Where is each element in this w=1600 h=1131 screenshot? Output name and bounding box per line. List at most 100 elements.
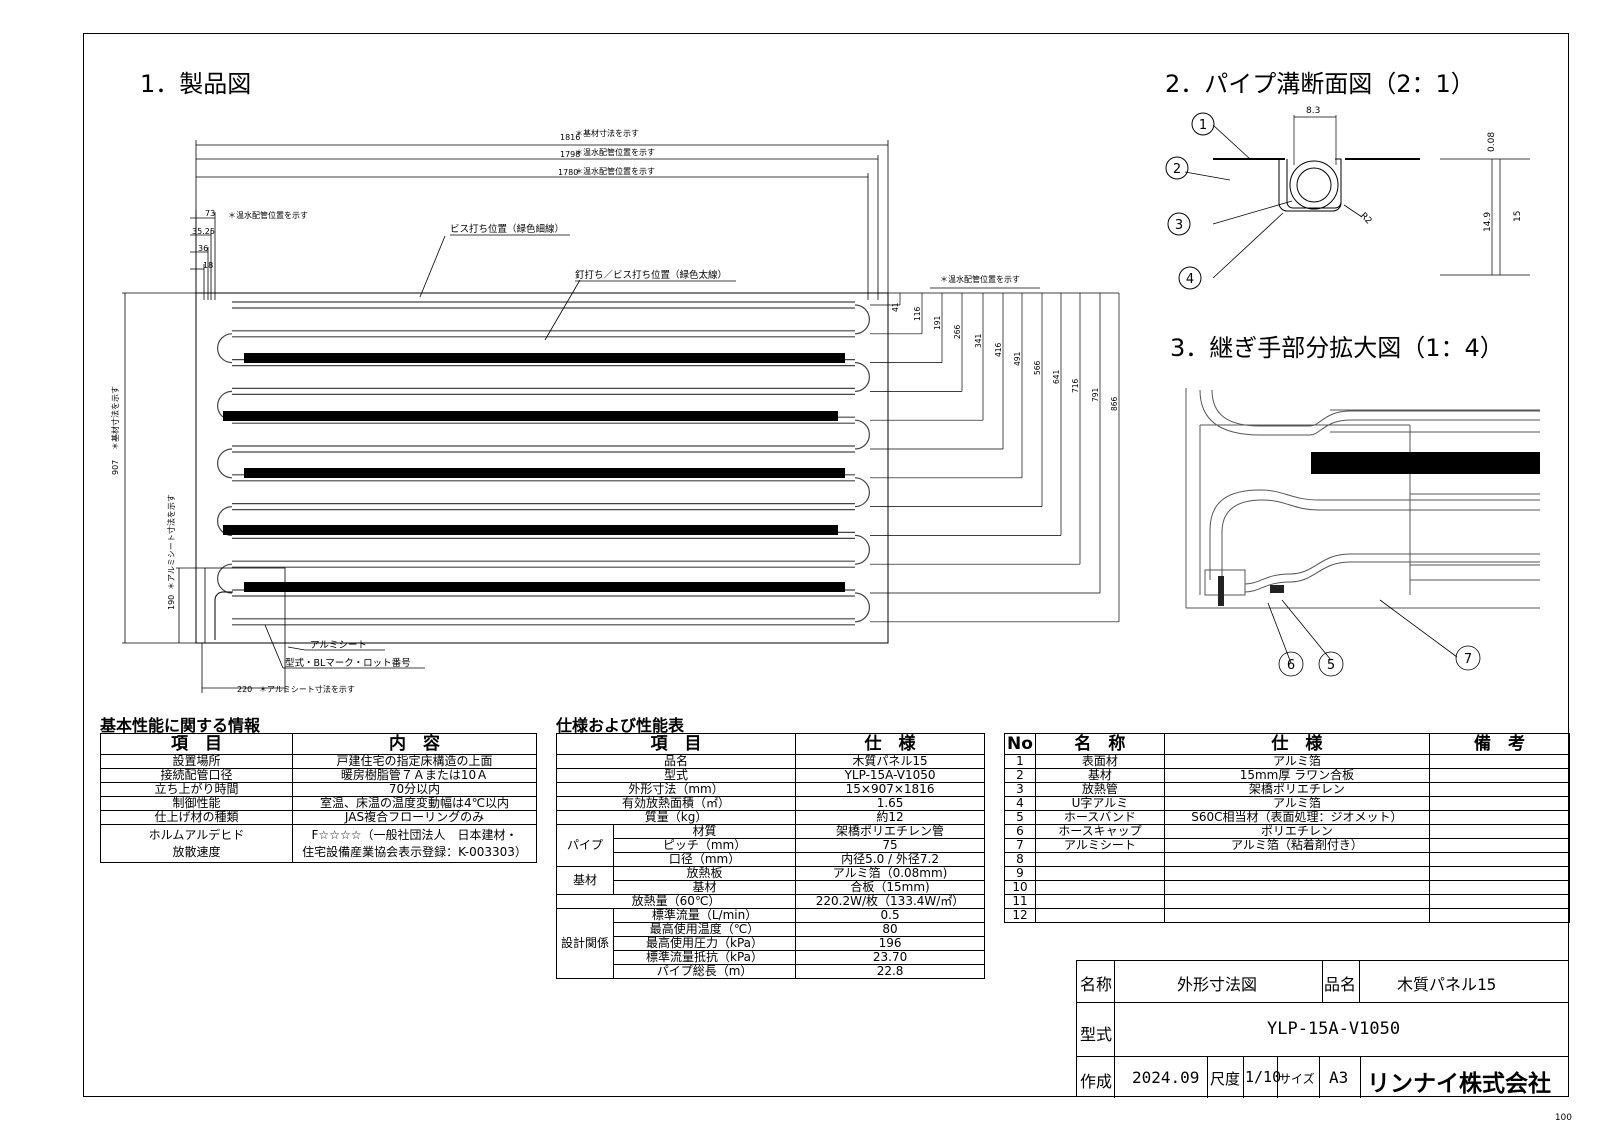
cell	[1428, 782, 1571, 797]
cell: アルミ箔（0.08mm)	[795, 866, 985, 881]
cell: 12	[1004, 908, 1036, 923]
table-row: 11	[1004, 894, 1571, 909]
table-row: 最高使用温度（℃）80	[557, 922, 985, 937]
cell: 22.8	[795, 964, 985, 979]
nail-bar	[244, 468, 845, 478]
dim-35-25: 35.25	[192, 227, 215, 236]
label-type-bl-lot: 型式・BLマーク・ロット番号	[285, 657, 411, 669]
cell	[1163, 852, 1430, 867]
cell: 設置場所	[100, 754, 293, 769]
cell	[1428, 880, 1571, 895]
cell: 15mm厚 ラワン合板	[1163, 768, 1430, 783]
cell: 品名	[555, 754, 797, 769]
cell: 放熱量（60℃）	[555, 894, 797, 909]
nail-bar	[244, 353, 845, 363]
dim-right-label: 716	[1071, 378, 1080, 393]
cell: 立ち上がり時間	[100, 782, 293, 797]
cell: アルミ箔（粘着剤付き）	[1163, 838, 1430, 853]
tb-scale: 1/10	[1245, 1068, 1282, 1086]
cell	[1163, 908, 1430, 923]
cell: アルミ箔	[1163, 796, 1430, 811]
cell	[1034, 852, 1165, 867]
table-row: 品名木質パネル15	[555, 754, 985, 769]
callout-2: 2	[1173, 162, 1181, 177]
cell: アルミシート	[1034, 838, 1165, 853]
table-row: 外形寸法（mm）15×907×1816	[555, 782, 985, 797]
cell	[1428, 796, 1571, 811]
spec-title: 仕様および性能表	[556, 716, 685, 735]
cell: 80	[795, 922, 985, 937]
spec-header-spec: 仕 様	[795, 733, 985, 755]
cell: F☆☆☆☆（一般社団法人 日本建材・住宅設備産業協会表示登録：K-003303）	[292, 824, 537, 863]
cell: 最高使用圧力（kPa）	[612, 936, 797, 951]
dim-right-label: 416	[994, 342, 1003, 357]
cell: 23.70	[795, 950, 985, 965]
pipe-bend	[854, 534, 870, 565]
dim-220-note: ＊アルミシート寸法を示す	[259, 684, 355, 694]
table-row: 放熱量（60℃）220.2W/枚（133.4W/㎡）	[555, 894, 985, 909]
design-group-cell: 設計関係	[556, 908, 614, 979]
cell: ホルムアルデヒド放散速度	[100, 824, 293, 863]
cell: 口径（mm）	[612, 852, 797, 867]
cell	[1428, 824, 1571, 839]
pipe-bend	[217, 448, 233, 479]
section-1-title: 1．製品図	[140, 70, 252, 98]
cell: ピッチ（mm）	[612, 838, 797, 853]
nail-bar	[244, 582, 845, 592]
cell: 0.5	[795, 908, 985, 923]
cell: アルミ箔	[1163, 754, 1430, 769]
pipe-bend	[854, 419, 870, 450]
callout-6: 6	[1287, 658, 1295, 673]
tb-name-label: 名称	[1080, 975, 1113, 994]
table-row: 基材放熱板アルミ箔（0.08mm)	[556, 866, 985, 895]
dim-right-label: 116	[913, 306, 922, 321]
cell: 標準流量抵抗（kPa）	[612, 950, 797, 965]
table-row: 標準流量抵抗（kPa）23.70	[557, 950, 985, 965]
cell: パイプ総長（m）	[612, 964, 797, 979]
callout-5: 5	[1327, 658, 1335, 673]
table-row: 質量（kg）約12	[555, 810, 985, 825]
table-row: 10	[1004, 880, 1571, 895]
cell: 放熱板	[612, 866, 797, 881]
cell: 架橋ポリエチレン管	[795, 824, 985, 839]
drawing-frame	[83, 33, 1569, 1097]
table-row: 口径（mm）内径5.0 / 外径7.2	[557, 852, 985, 867]
table-row: パイプ総長（m）22.8	[557, 964, 985, 979]
cell: 戸建住宅の指定床構造の上面	[292, 754, 537, 769]
base-group-cell: 基材	[556, 866, 614, 895]
dim-73: 73	[205, 209, 215, 218]
callout-1: 1	[1199, 118, 1207, 133]
section-2-title: 2．パイプ溝断面図（2：1）	[1165, 70, 1475, 98]
parts-header-remarks: 備 考	[1428, 733, 1571, 755]
cell: 表面材	[1034, 754, 1165, 769]
cell: 型式	[555, 768, 797, 783]
cell: 1	[1004, 754, 1036, 769]
tb-size: A3	[1329, 1068, 1349, 1087]
basic-info-title: 基本性能に関する情報	[100, 716, 261, 735]
dim-right-label: 641	[1052, 369, 1061, 384]
dim-190: 190	[167, 595, 176, 610]
dim-1798-note: ＊温水配管位置を示す	[575, 147, 655, 157]
table-row: 制御性能室温、床温の温度変動幅は4℃以内	[100, 796, 537, 811]
nail-bar	[223, 525, 838, 535]
pipe-bend	[217, 563, 233, 594]
table-row: 9	[1004, 866, 1571, 881]
label-screw-position: ビス打ち位置（緑色細線）	[450, 223, 564, 235]
cell: 放熱管	[1034, 782, 1165, 797]
cell: 9	[1004, 866, 1036, 881]
dim-1780-value: 1780	[558, 168, 578, 177]
cell	[1034, 908, 1165, 923]
cell: U字アルミ	[1034, 796, 1165, 811]
pipe-bend	[854, 362, 870, 392]
cell: 外形寸法（mm）	[555, 782, 797, 797]
cell: 制御性能	[100, 796, 293, 811]
parts-header-spec: 仕 様	[1163, 733, 1430, 755]
table-row: 12	[1004, 908, 1571, 923]
dim-right-label: 41	[891, 302, 900, 312]
